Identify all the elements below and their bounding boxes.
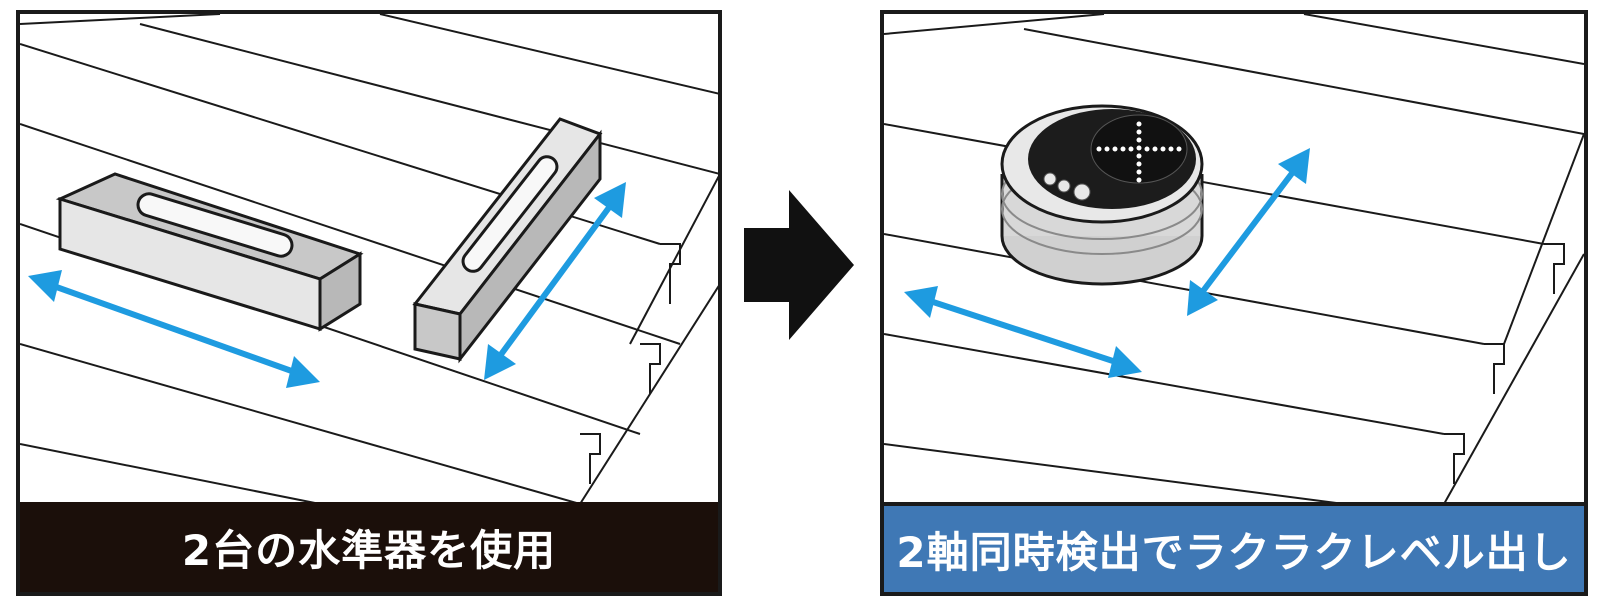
double-headed-arrow-icon bbox=[904, 286, 1142, 378]
spirit-level-vertical bbox=[412, 117, 603, 364]
machine-table-illustration-right bbox=[884, 14, 1584, 504]
cross-indicator-icon bbox=[1096, 121, 1182, 183]
control-buttons bbox=[1043, 172, 1091, 201]
double-headed-arrow-icon bbox=[28, 270, 320, 388]
spirit-level-horizontal bbox=[55, 172, 364, 332]
right-caption: 2軸同時検出でラクラクレベル出し bbox=[884, 502, 1584, 592]
double-headed-arrow-icon bbox=[484, 182, 626, 380]
right-arrow-icon bbox=[744, 190, 854, 340]
t-slot-rails bbox=[884, 14, 1584, 504]
machine-table-illustration-left bbox=[20, 14, 718, 504]
left-panel: 2台の水準器を使用 bbox=[16, 10, 722, 596]
dual-axis-digital-level bbox=[1000, 104, 1204, 286]
left-caption: 2台の水準器を使用 bbox=[20, 502, 718, 592]
double-headed-arrow-icon bbox=[1187, 148, 1310, 316]
t-slot-rails bbox=[20, 14, 718, 504]
right-panel: 2軸同時検出でラクラクレベル出し bbox=[880, 10, 1588, 596]
